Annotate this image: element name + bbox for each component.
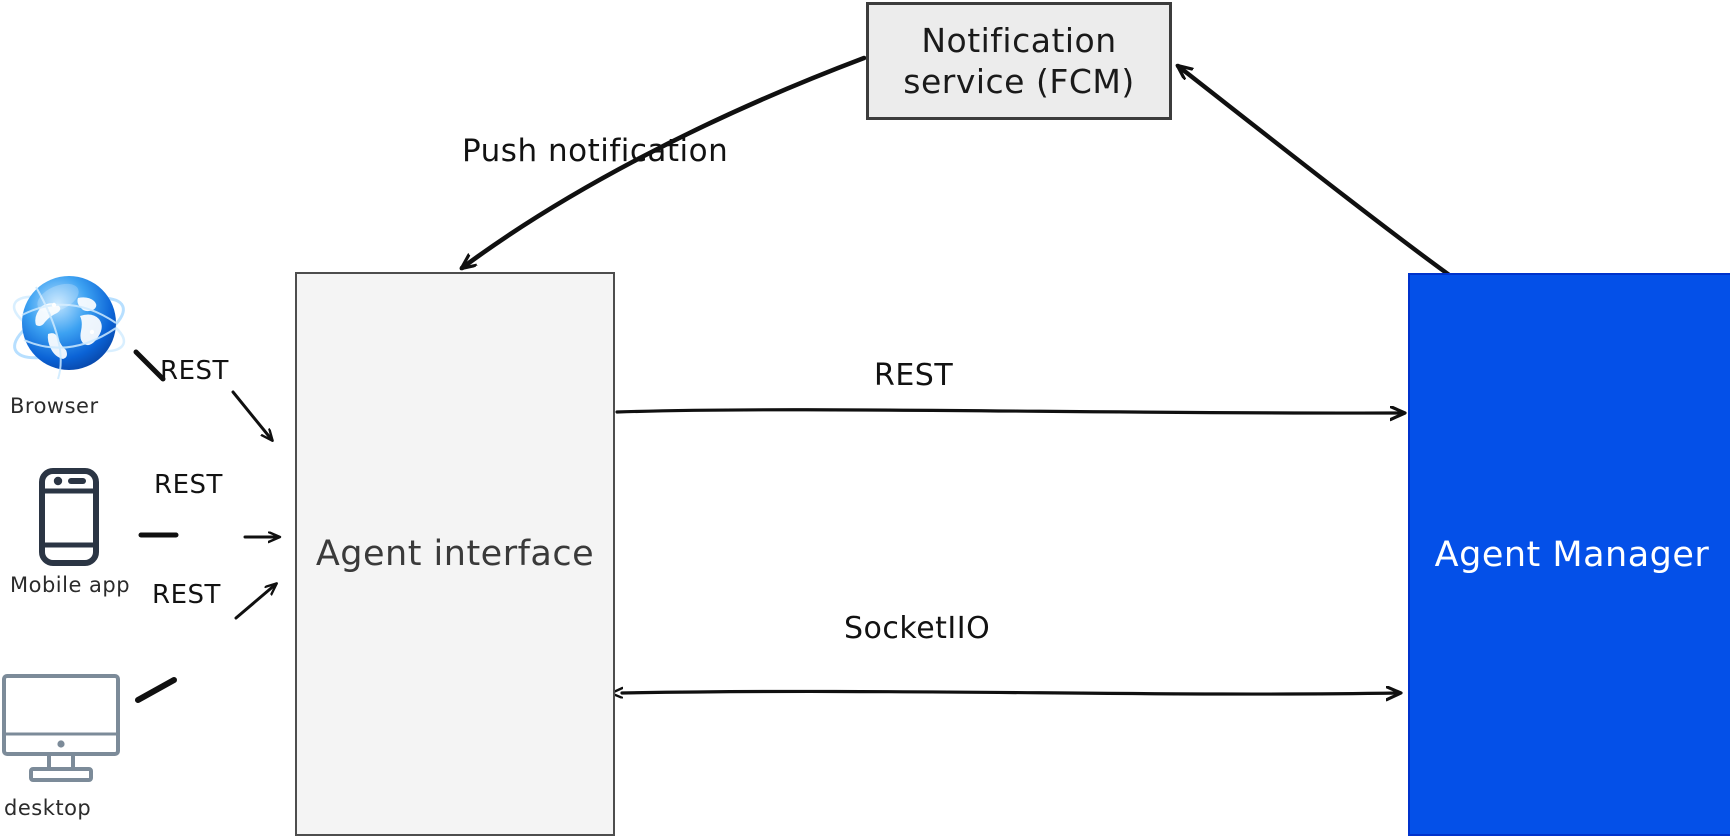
client-desktop[interactable]: desktop bbox=[0, 672, 126, 820]
edge-manager-to-fcm bbox=[1178, 66, 1455, 280]
client-browser-label: Browser bbox=[10, 394, 99, 418]
node-agent-manager-label: Agent Manager bbox=[1434, 534, 1710, 575]
edge-rest-mobile bbox=[138, 535, 279, 537]
node-agent-interface-label: Agent interface bbox=[315, 534, 595, 574]
edge-socketio bbox=[622, 691, 1400, 694]
node-agent-interface[interactable]: Agent interface bbox=[295, 272, 615, 836]
client-desktop-label: desktop bbox=[4, 796, 92, 820]
node-agent-manager[interactable]: Agent Manager bbox=[1408, 273, 1730, 836]
edge-rest-main bbox=[615, 410, 1404, 413]
node-notification-service[interactable]: Notification service (FCM) bbox=[866, 2, 1172, 120]
edge-label-rest-browser: REST bbox=[160, 356, 229, 386]
edge-label-socketio: SocketIIO bbox=[838, 611, 997, 646]
edge-label-push-notification: Push notification bbox=[462, 133, 729, 169]
client-mobile-label: Mobile app bbox=[10, 573, 131, 597]
smartphone-icon bbox=[6, 455, 126, 567]
client-mobile[interactable]: Mobile app bbox=[6, 455, 130, 597]
globe-icon bbox=[6, 262, 132, 388]
client-browser[interactable]: Browser bbox=[6, 262, 132, 418]
edge-label-rest-mobile: REST bbox=[152, 470, 225, 500]
edge-label-rest-main: REST bbox=[868, 358, 960, 393]
edge-label-rest-desktop: REST bbox=[152, 580, 221, 610]
node-notification-service-label: Notification service (FCM) bbox=[903, 20, 1135, 101]
monitor-icon bbox=[0, 672, 126, 790]
